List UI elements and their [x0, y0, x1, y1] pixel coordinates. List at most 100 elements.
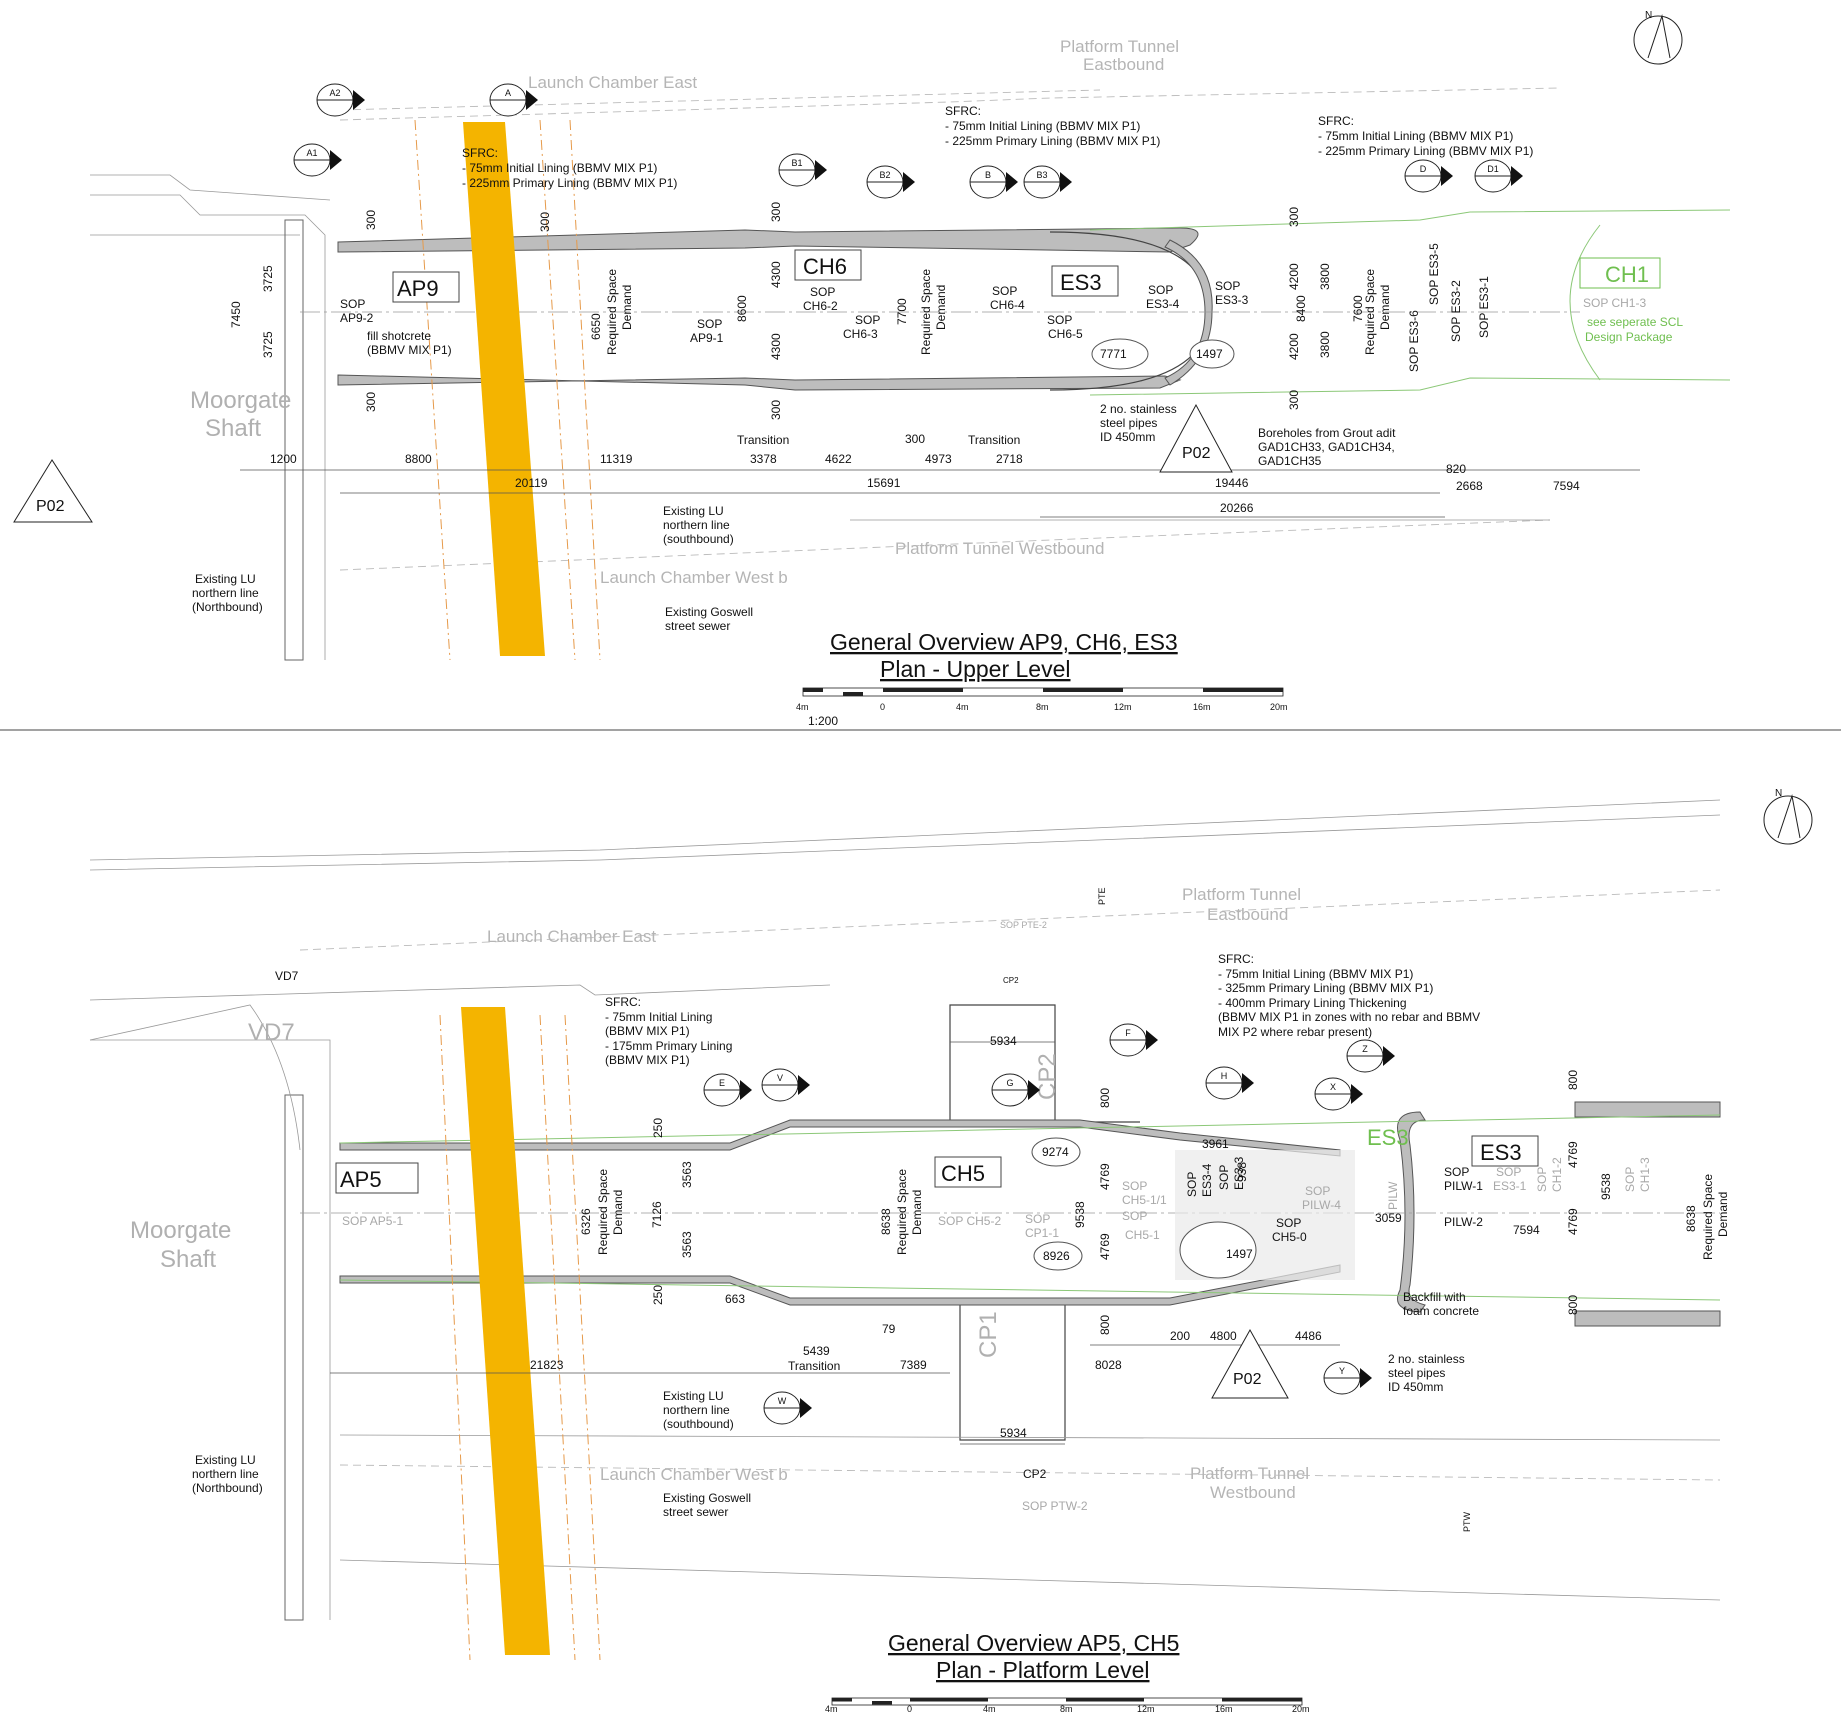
section-marker-label: F: [1125, 1028, 1131, 1038]
transition-label-2: Transition: [968, 433, 1020, 447]
goswell-street-sewer-upper: [463, 122, 545, 656]
dim-v-6326: 6326: [579, 1208, 593, 1235]
dim-v-4769-d: 4769: [1566, 1208, 1580, 1235]
dim-v-3800-a: 3800: [1318, 263, 1332, 290]
sop-ch50-a: SOP: [1276, 1216, 1301, 1230]
dim-v-300-c: 300: [538, 212, 552, 232]
sop-ch5-1-a: SOP: [1122, 1209, 1147, 1223]
section-marker-icon: Y: [1323, 1361, 1372, 1395]
north-arrow-icon: N: [1763, 788, 1813, 845]
dim-v-4769-b: 4769: [1098, 1233, 1112, 1260]
lower-scale-tick-6: 20m: [1292, 1704, 1310, 1714]
dim-4486: 4486: [1295, 1329, 1322, 1343]
dim-v-7126: 7126: [650, 1201, 664, 1228]
sop-es3-2-label: SOP ES3-2: [1449, 280, 1463, 342]
upper-scale-bar: 4m 0 4m 8m 12m 16m 20m 1:200: [796, 687, 1288, 728]
sop-es3-3-label: SOP: [1215, 279, 1240, 293]
section-marker-icon: D: [1404, 159, 1453, 193]
dim-300: 300: [905, 432, 925, 446]
cloud-1497-lower: 1497: [1226, 1247, 1253, 1261]
section-marker-label: A2: [329, 88, 340, 98]
moorgate-label-lower: Moorgate: [130, 1217, 231, 1244]
sop-ch5-1-b: CH5-1: [1125, 1228, 1160, 1242]
sop-ap5-1: SOP AP5-1: [342, 1214, 403, 1228]
dim-v-250-a: 250: [651, 1118, 665, 1138]
moorgate-label: Moorgate: [190, 387, 291, 414]
svg-text:N: N: [1645, 10, 1652, 21]
cloud-revision-icon: 9274: [1031, 1137, 1081, 1167]
dim-v-300-b: 300: [364, 392, 378, 412]
dim-663: 663: [725, 1292, 745, 1306]
dim-v-800-b: 800: [1098, 1315, 1112, 1335]
section-marker-label: B: [985, 170, 991, 180]
section-marker-icon: G: [991, 1073, 1040, 1107]
boreholes-note-1: Boreholes from Grout adit: [1258, 426, 1396, 440]
sop-ch5-11b: CH5-1/1: [1122, 1193, 1167, 1207]
lu-southbound-note-2: northern line: [663, 518, 730, 532]
see-scl-note-1: see seperate SCL: [1587, 315, 1683, 329]
dim-11319: 11319: [600, 452, 633, 466]
dim-21823: 21823: [530, 1358, 564, 1372]
section-marker-icon: A: [489, 83, 538, 117]
required-space-2a: Required Space: [919, 269, 933, 355]
pipes-lower-3: ID 450mm: [1388, 1380, 1443, 1394]
lower-title-line-1: General Overview AP5, CH5: [888, 1630, 1179, 1656]
sop-ptw2-label: SOP PTW-2: [1022, 1499, 1088, 1513]
dim-820: 820: [1446, 462, 1466, 476]
es3-label-lower: ES3: [1480, 1140, 1522, 1165]
sfrc-note-3-title: SFRC:: [1318, 114, 1354, 128]
scale-tick-2: 4m: [956, 702, 969, 712]
required-space-3a: Required Space: [1363, 269, 1377, 355]
sfrc-lower-2: SFRC:: [1218, 952, 1254, 966]
req-space-lower-3b: Demand: [1716, 1192, 1730, 1237]
lower-title-line-2: Plan - Platform Level: [936, 1657, 1149, 1683]
goswell-street-sewer-lower: [461, 1007, 550, 1655]
section-marker-label: B2: [879, 170, 890, 180]
dim-v-8638-b: 8638: [1684, 1205, 1698, 1232]
sop-es3-5-label: SOP ES3-5: [1427, 243, 1441, 305]
dim-5439: 5439: [803, 1344, 830, 1358]
dim-v-4300-b: 4300: [769, 333, 783, 360]
dim-7594: 7594: [1553, 479, 1580, 493]
dim-200: 200: [1170, 1329, 1190, 1343]
sop-ch6-3-id: CH6-3: [843, 327, 878, 341]
sop-pilw4-b: PILW-4: [1302, 1198, 1341, 1212]
dim-v-7600: 7600: [1351, 295, 1365, 322]
dim-2718: 2718: [996, 452, 1023, 466]
lu-sb-lower-3: (southbound): [663, 1417, 734, 1431]
upper-texts: Moorgate Shaft Launch Chamber East Launc…: [13, 10, 1683, 728]
cloud-revision-icon: 1497: [1189, 339, 1235, 369]
sop-ch12-b: CH1-2: [1550, 1157, 1564, 1192]
lower-scale-tick-5: 16m: [1215, 1704, 1233, 1714]
upper-title-line-1: General Overview AP9, CH6, ES3: [830, 629, 1178, 655]
sop-es3-3-a-lower: SOP: [1217, 1165, 1231, 1190]
cloud-revision-icon: 1497: [1179, 1221, 1257, 1279]
section-marker-icon: F: [1109, 1023, 1158, 1057]
scale-tick-1: 0: [880, 702, 885, 712]
p02-left-label: P02: [36, 498, 65, 515]
dim-3378: 3378: [750, 452, 777, 466]
dim-v-300-g: 300: [1287, 390, 1301, 410]
scale-tick-5: 16m: [1193, 702, 1211, 712]
dim-8028: 8028: [1095, 1358, 1122, 1372]
north-arrow-icon: N: [1633, 10, 1683, 65]
section-marker-label: E: [719, 1078, 725, 1088]
sewer-lower-1: Existing Goswell: [663, 1491, 751, 1505]
lower-texts: Moorgate Shaft Launch Chamber East Launc…: [130, 788, 1813, 1714]
section-marker-icon: D1: [1474, 159, 1523, 193]
ap9-ch6-top-lining: [337, 227, 1199, 253]
fill-shotcrete-note-1: fill shotcrete: [367, 329, 431, 343]
pipes-lower-1: 2 no. stainless: [1388, 1352, 1465, 1366]
p02-lower-label: P02: [1233, 1371, 1262, 1388]
es3-label: ES3: [1060, 270, 1102, 295]
sfrc-lower-2d: (BBMV MIX P1 in zones with no rebar and …: [1218, 1010, 1480, 1024]
moorgate-shaft-wall: [284, 219, 304, 661]
section-marker-icon: A2: [316, 83, 365, 117]
lower-scale-tick-0: 4m: [825, 1704, 838, 1714]
sop-ch12-a: SOP: [1535, 1167, 1549, 1192]
platform-east-2-lower: Eastbound: [1207, 905, 1288, 924]
sfrc-lower-1b: (BBMV MIX P1): [605, 1024, 690, 1038]
dim-v-3725-b: 3725: [261, 331, 275, 358]
ap9-ch6-bottom-lining: [337, 374, 1182, 391]
pipes-note-2: steel pipes: [1100, 416, 1157, 430]
